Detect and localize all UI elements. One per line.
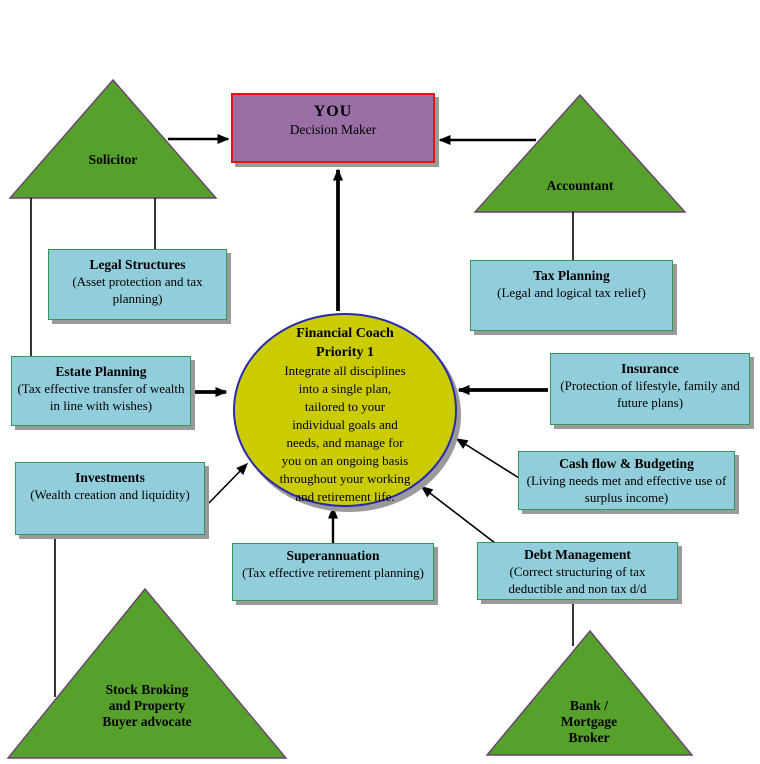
circle-body: Integrate all disciplines into a single … (279, 363, 411, 504)
box-title: Legal Structures (89, 257, 186, 272)
box-subtitle: (Asset protection and tax planning) (72, 274, 203, 306)
arrow-cashflow-to-circle (455, 438, 520, 479)
box-subtitle: (Correct structuring of tax deductible a… (508, 564, 647, 596)
solicitor-label: Solicitor (88, 152, 138, 167)
circle-title: Financial Coach Priority 1 (296, 326, 394, 360)
box-subtitle: (Protection of lifestyle, family and fut… (560, 378, 740, 410)
investments-box: Investments (Wealth creation and liquidi… (15, 462, 205, 535)
box-title: Cash flow & Budgeting (559, 456, 694, 471)
box-title: Superannuation (286, 548, 380, 563)
box-title: Tax Planning (533, 268, 610, 283)
stock-broker-triangle (6, 587, 288, 759)
you-decision-maker-box: YOU Decision Maker (231, 93, 435, 163)
box-title: Investments (75, 470, 145, 485)
box-subtitle: (Tax effective retirement planning) (242, 565, 424, 580)
box-subtitle: (Living needs met and effective use of s… (526, 473, 727, 505)
box-title: Debt Management (524, 547, 631, 562)
box-title: Insurance (621, 361, 679, 376)
you-title: YOU (313, 103, 353, 120)
box-subtitle: (Tax effective transfer of wealth in lin… (17, 381, 185, 413)
box-subtitle: (Wealth creation and liquidity) (30, 487, 190, 502)
legal-structures-box: Legal Structures (Asset protection and t… (48, 249, 227, 320)
cashflow-budgeting-box: Cash flow & Budgeting (Living needs met … (518, 451, 735, 510)
box-subtitle: (Legal and logical tax relief) (497, 285, 646, 300)
estate-planning-box: Estate Planning (Tax effective transfer … (11, 356, 191, 426)
insurance-box: Insurance (Protection of lifestyle, fami… (550, 353, 750, 425)
solicitor-triangle (8, 78, 218, 199)
bank-mortgage-triangle (485, 629, 694, 756)
box-title: Estate Planning (55, 364, 147, 379)
tax-planning-box: Tax Planning (Legal and logical tax reli… (470, 260, 673, 331)
arrow-debt-to-circle (420, 486, 496, 544)
stock-broker-label: Stock Broking and Property Buyer advocat… (102, 682, 192, 729)
bank-mortgage-label: Bank / Mortgage Broker (560, 698, 618, 745)
financial-coach-circle: Financial Coach Priority 1 Integrate all… (233, 313, 457, 507)
superannuation-box: Superannuation (Tax effective retirement… (232, 543, 434, 601)
debt-management-box: Debt Management (Correct structuring of … (477, 542, 678, 600)
accountant-triangle (473, 93, 687, 213)
accountant-label: Accountant (546, 178, 614, 193)
arrow-investments-to-circle (204, 462, 249, 508)
you-subtitle: Decision Maker (289, 122, 377, 137)
